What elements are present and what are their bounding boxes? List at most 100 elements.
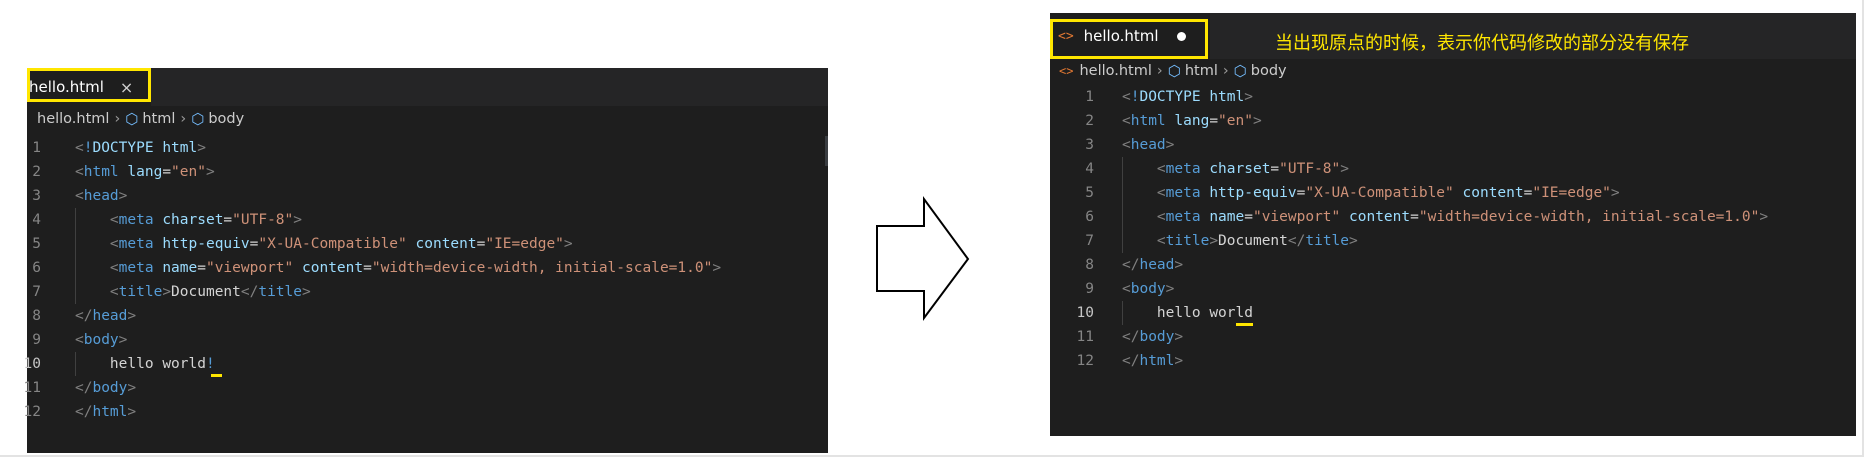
line-number: 7: [1085, 233, 1094, 249]
code-text: <meta http-equiv="X-UA-Compatible" conte…: [109, 236, 573, 252]
line-number: 10: [23, 356, 41, 372]
line-number: 10: [1076, 305, 1094, 321]
code-line-7[interactable]: 7 <title>Document</title>: [1050, 229, 1856, 253]
highlight-box-right-tab: [1050, 19, 1208, 59]
line-number: 2: [32, 164, 41, 180]
breadcrumb-file[interactable]: hello.html: [37, 111, 110, 127]
code-text: </body>: [75, 380, 137, 396]
line-number: 3: [1085, 137, 1094, 153]
code-text: <meta http-equiv="X-UA-Compatible" conte…: [1156, 185, 1620, 201]
close-icon[interactable]: ×: [119, 77, 134, 97]
code-line-1[interactable]: 1<!DOCTYPE html>: [27, 136, 828, 160]
line-number: 12: [1076, 353, 1094, 369]
code-line-2[interactable]: 2 <html lang="en">: [27, 160, 828, 184]
code-line-10[interactable]: 10 hello world: [1050, 301, 1856, 325]
breadcrumb-item-body[interactable]: body: [208, 111, 245, 127]
line-number: 2: [1085, 113, 1094, 129]
breadcrumb: hello.html › ⬡ html › ⬡ body: [27, 106, 828, 132]
code-text: <html lang="en">: [75, 164, 215, 180]
code-line-9[interactable]: 9<body>: [1050, 277, 1856, 301]
indent-guide: [75, 280, 76, 304]
line-number: 12: [23, 404, 41, 420]
code-line-10[interactable]: 10 hello world!: [24, 352, 828, 376]
code-line-1[interactable]: 1<!DOCTYPE html>: [1050, 85, 1856, 109]
breadcrumb-item-html[interactable]: html: [1184, 63, 1218, 79]
unsaved-dot-icon[interactable]: [1176, 31, 1186, 41]
line-number: 11: [1076, 329, 1094, 345]
code-area[interactable]: 1<!DOCTYPE html> 2 <html lang="en"> 3<head>…: [24, 136, 828, 424]
code-text: <title>Document</title>: [1156, 233, 1358, 249]
code-line-4[interactable]: 4 <meta charset="UTF-8">: [27, 208, 828, 232]
code-line-4[interactable]: 4 <meta charset="UTF-8">: [1050, 157, 1856, 181]
code-text: <body>: [1122, 281, 1175, 297]
code-line-2[interactable]: 2 <html lang="en">: [1050, 109, 1856, 133]
code-text: <head>: [1122, 137, 1175, 153]
code-text: <!DOCTYPE html>: [1122, 89, 1253, 105]
code-line-8[interactable]: 8 </head>: [1050, 253, 1856, 277]
code-line-3[interactable]: 3 <head>: [1050, 133, 1856, 157]
code-text: </head>: [1122, 257, 1184, 273]
code-line-6[interactable]: 6 <meta name="viewport" content="width=d…: [27, 256, 828, 280]
code-line-9[interactable]: 9<body>: [27, 328, 828, 352]
code-line-5[interactable]: 5 <meta http-equiv="X-UA-Compatible" con…: [27, 232, 828, 256]
code-line-6[interactable]: 6 <meta name="viewport" content="width=d…: [1050, 205, 1856, 229]
cube-icon: ⬡: [125, 110, 139, 128]
right-editor: <> hello.html <> hello.html › ⬡ html › ⬡…: [1050, 13, 1856, 436]
code-line-5[interactable]: 5 <meta http-equiv="X-UA-Compatible" con…: [1050, 181, 1856, 205]
indent-guide: [1122, 301, 1123, 325]
line-number: 11: [23, 380, 41, 396]
right-arrow-icon: [876, 195, 970, 322]
line-number: 3: [32, 188, 41, 204]
indent-guide: [1122, 229, 1123, 253]
left-editor: hello.html × hello.html › ⬡ html › ⬡ bod…: [24, 68, 828, 453]
code-line-12[interactable]: 12</html>: [24, 400, 828, 424]
highlight-box-left-tab: [27, 68, 151, 102]
line-number: 8: [1085, 257, 1094, 273]
code-text: hello world: [1156, 305, 1253, 321]
code-text: <meta name="viewport" content="width=dev…: [109, 260, 722, 276]
code-line-7[interactable]: 7 <title>Document</title>: [27, 280, 828, 304]
html-file-icon: <>: [1058, 28, 1074, 44]
code-text: </html>: [1122, 353, 1184, 369]
line-number: 6: [1085, 209, 1094, 225]
chevron-right-icon: ›: [180, 111, 187, 127]
line-number: 7: [32, 284, 41, 300]
code-text: hello world!: [109, 356, 215, 372]
breadcrumb-item-body[interactable]: body: [1250, 63, 1287, 79]
code-line-12[interactable]: 12 </html>: [1050, 349, 1856, 373]
line-number: 4: [1085, 161, 1094, 177]
indent-guide: [75, 352, 76, 376]
breadcrumb-item-html[interactable]: html: [142, 111, 176, 127]
indent-guide: [75, 232, 76, 256]
line-number: 5: [1085, 185, 1094, 201]
code-text: </head>: [75, 308, 137, 324]
cube-icon: ⬡: [1233, 62, 1247, 80]
line-number: 6: [32, 260, 41, 276]
breadcrumb: <> hello.html › ⬡ html › ⬡ body: [1050, 58, 1856, 84]
indent-guide: [1122, 205, 1123, 229]
minimap[interactable]: [825, 136, 828, 166]
chevron-right-icon: ›: [1222, 63, 1229, 79]
indent-guide: [75, 256, 76, 280]
code-line-11[interactable]: 11 </body>: [24, 376, 828, 400]
code-text: <html lang="en">: [1122, 113, 1262, 129]
indent-guide: [1122, 157, 1123, 181]
cube-icon: ⬡: [191, 110, 205, 128]
code-line-11[interactable]: 11 </body>: [1050, 325, 1856, 349]
line-number: 4: [32, 212, 41, 228]
code-line-8[interactable]: 8</head>: [27, 304, 828, 328]
code-text: <meta name="viewport" content="width=dev…: [1156, 209, 1769, 225]
code-text: <!DOCTYPE html>: [75, 140, 206, 156]
code-text: </body>: [1122, 329, 1184, 345]
indent-guide: [1122, 181, 1123, 205]
breadcrumb-file[interactable]: hello.html: [1079, 63, 1152, 79]
chevron-right-icon: ›: [114, 111, 121, 127]
code-line-3[interactable]: 3<head>: [27, 184, 828, 208]
cube-icon: ⬡: [1167, 62, 1181, 80]
code-area[interactable]: 1<!DOCTYPE html> 2 <html lang="en"> 3 <head>…: [1050, 85, 1856, 373]
annotation-text: 当出现原点的时候，表示你代码修改的部分没有保存: [1275, 33, 1689, 54]
indent-guide: [75, 208, 76, 232]
tab-title: hello.html: [29, 78, 104, 96]
chevron-right-icon: ›: [1156, 63, 1163, 79]
